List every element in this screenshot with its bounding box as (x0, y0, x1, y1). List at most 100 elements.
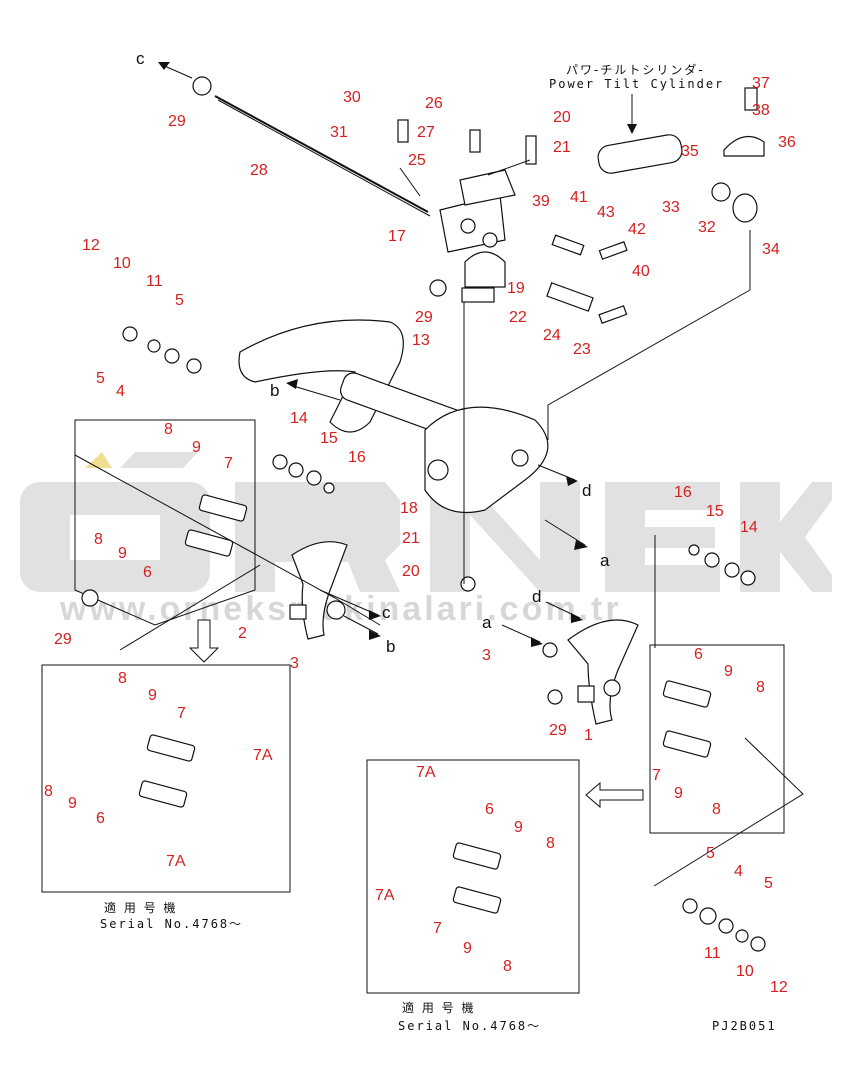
arrow-letter-c-2: c (382, 603, 391, 622)
arrow-letter-c: c (136, 49, 145, 68)
part-callout-15: 15 (706, 503, 724, 520)
part-callout-7: 7 (433, 920, 442, 937)
part-callout-26: 26 (425, 95, 443, 112)
part-callout-19: 19 (507, 280, 525, 297)
watermark-logo-e (605, 482, 720, 592)
pins-bolts-upper (397, 119, 628, 324)
tilt-cylinder (597, 87, 765, 223)
inset-frame-left (41, 664, 291, 893)
part-callout-1: 1 (584, 727, 593, 744)
part-callout-36: 36 (778, 134, 796, 151)
part-callout-14: 14 (740, 519, 758, 536)
diagram-code: PJ2B051 (712, 1019, 777, 1033)
part-callout-4: 4 (116, 383, 125, 400)
part-callout-28: 28 (250, 162, 268, 179)
inset-frame-right-top (649, 644, 785, 834)
part-callout-32: 32 (698, 219, 716, 236)
part-callout-9: 9 (192, 439, 201, 456)
part-callout-11: 11 (146, 273, 163, 290)
part-callout-8: 8 (44, 783, 53, 800)
part-callout-18: 18 (400, 500, 418, 517)
part-callout-20: 20 (553, 109, 571, 126)
pedal-assembly-left (289, 541, 348, 640)
part-callout-11: 11 (704, 945, 721, 962)
part-callout-15: 15 (320, 430, 338, 447)
serial-en-left: Serial No.4768～ (100, 917, 243, 931)
part-callout-17: 17 (388, 228, 406, 245)
part-callout-8: 8 (118, 670, 127, 687)
part-callout-40: 40 (632, 263, 650, 280)
part-callout-38: 38 (752, 102, 770, 119)
part-callout-2: 2 (238, 625, 247, 642)
caption-arrowhead (627, 124, 637, 134)
detail-arrow-left (188, 619, 220, 663)
serial-jp-right: 適 用 号 機 (402, 1000, 475, 1015)
part-callout-6: 6 (485, 801, 494, 818)
part-callout-24: 24 (543, 327, 561, 344)
part-callout-6: 6 (694, 646, 703, 663)
arrow-letter-a-2: a (482, 613, 492, 632)
watermark-logo-k (740, 482, 832, 592)
part-callout-8: 8 (756, 679, 765, 696)
caption-en: Power Tilt Cylinder (549, 77, 724, 91)
part-callout-39: 39 (532, 193, 550, 210)
part-callout-9: 9 (118, 545, 127, 562)
part-callout-31: 31 (330, 124, 348, 141)
part-callout-23: 23 (573, 341, 591, 358)
part-callout-4: 4 (734, 863, 743, 880)
part-callout-33: 33 (662, 199, 680, 216)
part-callout-7A: 7A (253, 747, 273, 764)
clamp-assembly (461, 251, 506, 303)
part-callout-3: 3 (290, 655, 299, 672)
part-callout-9: 9 (463, 940, 472, 957)
part-callout-29: 29 (549, 722, 567, 739)
part-callout-5: 5 (175, 292, 184, 309)
arrow-letters: c b d a c b d a (136, 49, 610, 656)
arrow-letter-a: a (600, 551, 610, 570)
part-callout-29: 29 (54, 631, 72, 648)
part-callout-8: 8 (164, 421, 173, 438)
part-callout-43: 43 (597, 204, 615, 221)
part-callout-5: 5 (706, 845, 715, 862)
part-callout-42: 42 (628, 221, 646, 238)
part-callout-5: 5 (764, 875, 773, 892)
part-callout-8: 8 (94, 531, 103, 548)
tilt-lever-arm (238, 319, 549, 514)
part-callout-29: 29 (415, 309, 433, 326)
pedal-assembly-right (542, 619, 639, 725)
washers-nuts (81, 279, 766, 952)
part-callout-12: 12 (82, 237, 100, 254)
part-callout-34: 34 (762, 241, 780, 258)
bracket-upper (439, 169, 516, 253)
serial-en-right: Serial No.4768～ (398, 1019, 541, 1033)
part-callout-16: 16 (348, 449, 366, 466)
part-callout-9: 9 (674, 785, 683, 802)
part-callout-30: 30 (343, 89, 361, 106)
leader-lines (74, 159, 804, 887)
part-callout-9: 9 (724, 663, 733, 680)
part-callout-21: 21 (553, 139, 571, 156)
part-callout-25: 25 (408, 152, 426, 169)
detail-arrow-right (585, 781, 644, 809)
arrow-letter-b: b (270, 381, 279, 400)
tilt-rod (192, 76, 431, 217)
part-callout-7A: 7A (416, 764, 436, 781)
part-callout-29: 29 (168, 113, 186, 130)
part-callout-10: 10 (736, 963, 754, 980)
part-callout-7: 7 (177, 705, 186, 722)
part-callout-8: 8 (546, 835, 555, 852)
part-callout-9: 9 (68, 795, 77, 812)
part-callout-22: 22 (509, 309, 527, 326)
watermark-logo-accent-2 (120, 452, 198, 468)
arrow-letter-b-2: b (386, 637, 395, 656)
flow-arrows (158, 62, 588, 647)
part-callout-7A: 7A (375, 887, 395, 904)
part-callout-35: 35 (681, 143, 699, 160)
inset-frame-right (366, 759, 580, 994)
part-callout-6: 6 (96, 810, 105, 827)
part-callout-7A: 7A (166, 853, 186, 870)
pedal-pads (138, 494, 712, 914)
arrow-letter-d: d (582, 481, 591, 500)
part-callout-27: 27 (417, 124, 435, 141)
